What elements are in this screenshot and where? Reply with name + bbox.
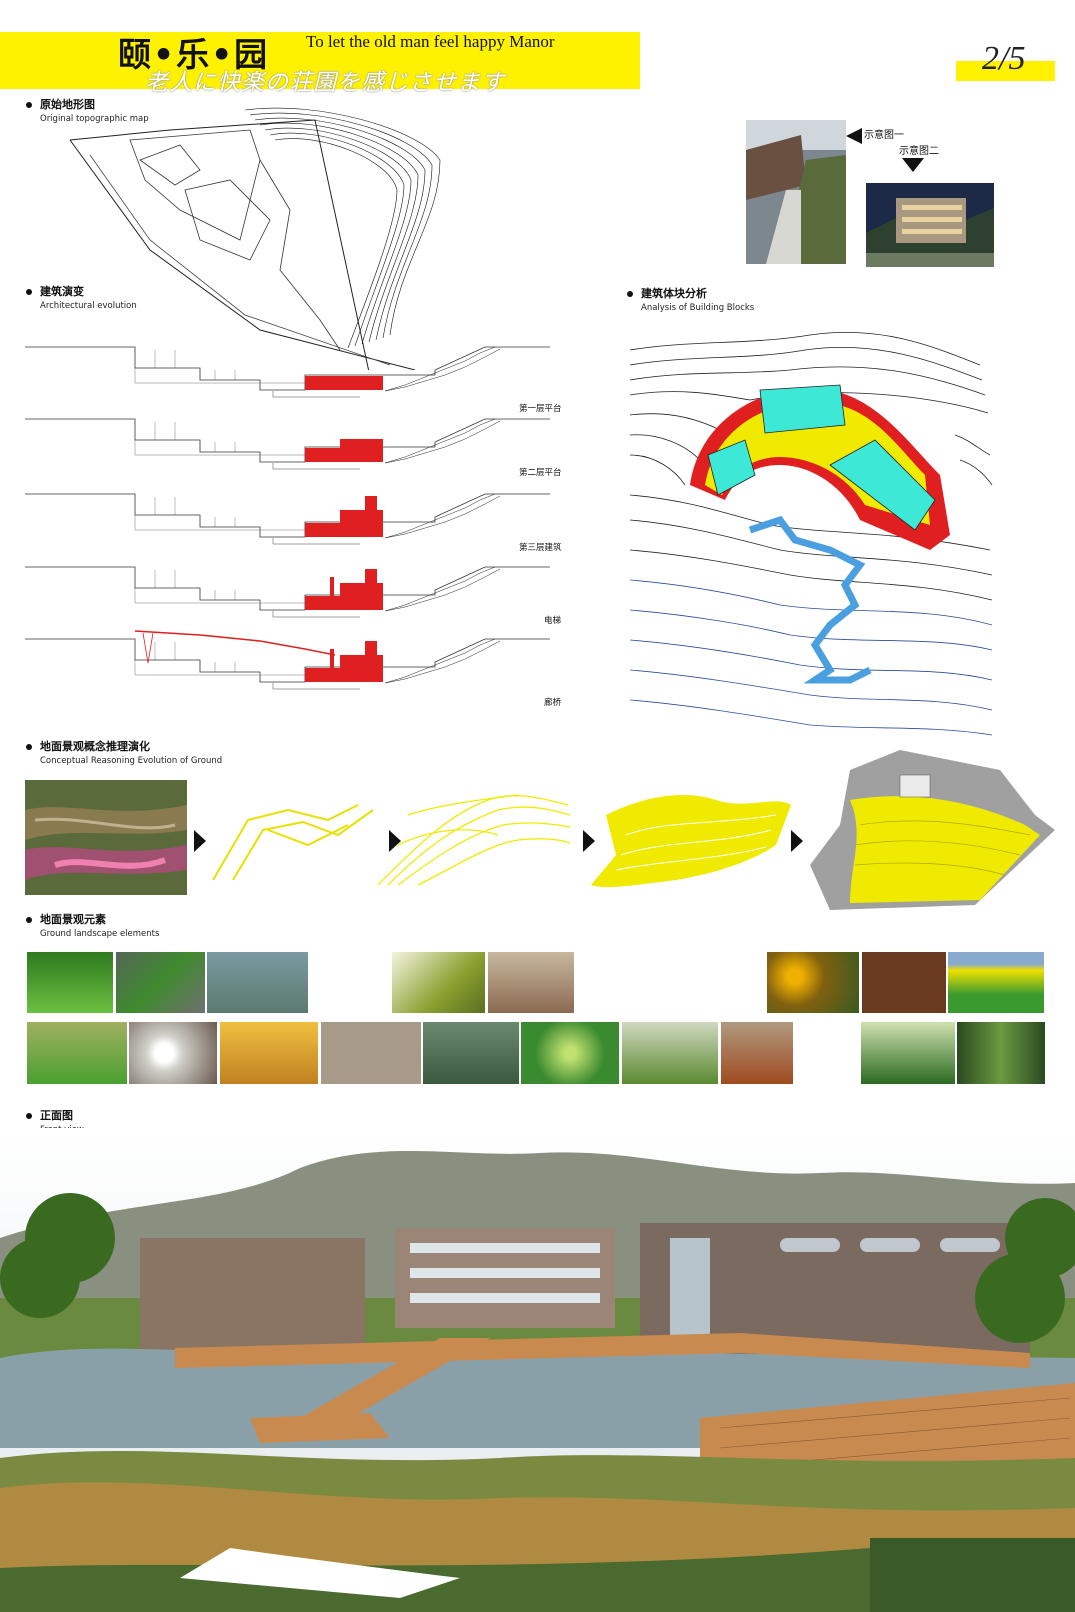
reed-photo bbox=[392, 952, 485, 1013]
page-subtitle-jp: 老人に快楽の荘園を感じさせます bbox=[145, 70, 505, 96]
evolution-label-3: 第三层建筑 bbox=[519, 543, 562, 553]
bullet-icon bbox=[26, 744, 32, 750]
page-number-band bbox=[956, 61, 1055, 81]
bullet-icon bbox=[26, 917, 32, 923]
section-ground-concept: 地面景观概念推理演化 Conceptual Reasoning Evolutio… bbox=[26, 740, 222, 768]
arrow-right-icon bbox=[583, 830, 595, 852]
grass-photo bbox=[27, 952, 113, 1013]
title-band bbox=[0, 32, 640, 89]
sketch-photo-one bbox=[746, 120, 846, 264]
bullet-icon bbox=[627, 291, 633, 297]
evolution-label-5: 廊桥 bbox=[544, 698, 562, 708]
section-title-cn: 原始地形图 bbox=[40, 98, 95, 111]
section-title-cn: 建筑演变 bbox=[40, 285, 84, 298]
tree-trunk-photo bbox=[488, 952, 574, 1013]
pond-photo bbox=[423, 1022, 519, 1084]
sketch-photo-two bbox=[866, 183, 994, 267]
wheat-photo bbox=[220, 1022, 318, 1084]
sunflower-photo bbox=[767, 952, 859, 1013]
arrow-left-icon bbox=[846, 128, 862, 144]
bullet-icon bbox=[26, 1113, 32, 1119]
section-title-en: Conceptual Reasoning Evolution of Ground bbox=[40, 756, 223, 766]
front-view-rendering bbox=[0, 1128, 1075, 1612]
section-title-en: Ground landscape elements bbox=[40, 929, 160, 939]
topographic-map bbox=[69, 107, 441, 370]
yellow-flower-photo bbox=[622, 1022, 718, 1084]
section-ground-elements: 地面景观元素 Ground landscape elements bbox=[26, 913, 159, 941]
soil-photo bbox=[862, 952, 946, 1013]
sketch-label-one: 示意图一 bbox=[864, 130, 904, 141]
ground-concept-stage-4 bbox=[810, 750, 1055, 910]
autumn-leaves-photo bbox=[721, 1022, 793, 1084]
fern-photo bbox=[116, 952, 205, 1013]
ground-concept-stage-3 bbox=[591, 795, 791, 888]
evolution-sections bbox=[25, 346, 551, 690]
evolution-label-2: 第二层平台 bbox=[519, 468, 562, 478]
section-blocks: 建筑体块分析 Analysis of Building Blocks bbox=[627, 287, 754, 315]
page-title: 颐•乐•园 bbox=[118, 35, 270, 74]
section-title-cn: 地面景观元素 bbox=[40, 913, 106, 926]
cotton-photo bbox=[129, 1022, 217, 1084]
section-title-cn: 建筑体块分析 bbox=[641, 287, 707, 300]
section-evolution: 建筑演变 Architectural evolution bbox=[26, 285, 137, 313]
arrow-down-icon bbox=[902, 158, 924, 172]
section-title-en: Analysis of Building Blocks bbox=[641, 303, 755, 313]
section-title-cn: 地面景观概念推理演化 bbox=[40, 740, 150, 753]
bullet-icon bbox=[26, 102, 32, 108]
block-analysis-diagram bbox=[630, 332, 993, 736]
sketch-label-two: 示意图二 bbox=[899, 146, 939, 157]
woods-photo bbox=[957, 1022, 1045, 1084]
lotus-photo bbox=[521, 1022, 619, 1084]
section-title-en: Architectural evolution bbox=[40, 301, 137, 311]
bullet-icon bbox=[26, 289, 32, 295]
ground-concept-stage-1 bbox=[212, 804, 374, 881]
ground-concept-stage-2 bbox=[378, 794, 571, 886]
arrow-right-icon bbox=[194, 830, 206, 852]
gravel-photo bbox=[321, 1022, 421, 1084]
wildflower-photo bbox=[207, 952, 308, 1013]
arrow-right-icon bbox=[791, 830, 803, 852]
section-title-en: Original topographic map bbox=[40, 114, 149, 124]
section-topographic: 原始地形图 Original topographic map bbox=[26, 98, 149, 126]
evolution-label-1: 第一层平台 bbox=[519, 404, 562, 414]
evolution-label-4: 电梯 bbox=[544, 616, 562, 626]
page-number: 2/5 bbox=[982, 40, 1026, 77]
terrace-field-photo bbox=[25, 780, 187, 895]
section-title-cn: 正面图 bbox=[40, 1109, 73, 1122]
arrow-right-icon bbox=[389, 830, 401, 852]
forest-photo bbox=[861, 1022, 955, 1084]
page-subtitle-en: To let the old man feel happy Manor bbox=[306, 32, 555, 51]
lawn-photo bbox=[27, 1022, 127, 1084]
rapeseed-field-photo bbox=[948, 952, 1044, 1013]
